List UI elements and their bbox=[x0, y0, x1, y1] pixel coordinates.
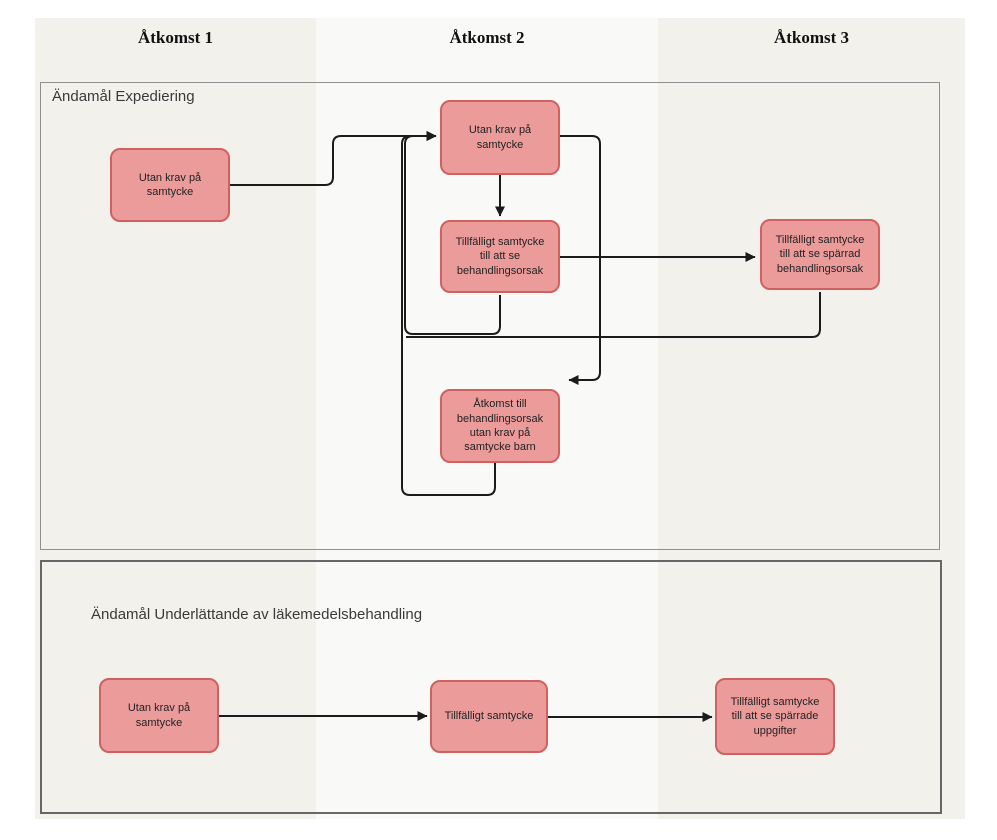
lane-header-atkomst-1: Åtkomst 1 bbox=[137, 28, 214, 47]
node-lak-tillfalligt[interactable]: Tillfälligt samtycke bbox=[430, 680, 548, 753]
lane-header-atkomst-2: Åtkomst 2 bbox=[449, 28, 525, 47]
node-exp-tillfalligt-sparrad[interactable]: Tillfälligt samtycke till att se spärrad… bbox=[760, 219, 880, 290]
section-underlattande bbox=[40, 560, 942, 814]
section-title-underlattande: Ändamål Underlättande av läkemedelsbehan… bbox=[91, 606, 423, 623]
node-lak-utan-krav[interactable]: Utan krav på samtycke bbox=[99, 678, 219, 753]
node-exp-atkomst-barn[interactable]: Åtkomst till behandlingsorsak utan krav … bbox=[440, 389, 560, 463]
section-title-expediering: Ändamål Expediering bbox=[52, 88, 195, 105]
node-lak-tillfalligt-sparrade[interactable]: Tillfälligt samtycke till att se spärrad… bbox=[715, 678, 835, 755]
node-exp-utan-krav-col2[interactable]: Utan krav på samtycke bbox=[440, 100, 560, 175]
node-exp-tillfalligt-behandlingsorsak[interactable]: Tillfälligt samtycke till att se behandl… bbox=[440, 220, 560, 293]
node-exp-utan-krav-col1[interactable]: Utan krav på samtycke bbox=[110, 148, 230, 222]
section-expediering bbox=[40, 82, 940, 550]
lane-header-atkomst-3: Åtkomst 3 bbox=[773, 28, 850, 47]
